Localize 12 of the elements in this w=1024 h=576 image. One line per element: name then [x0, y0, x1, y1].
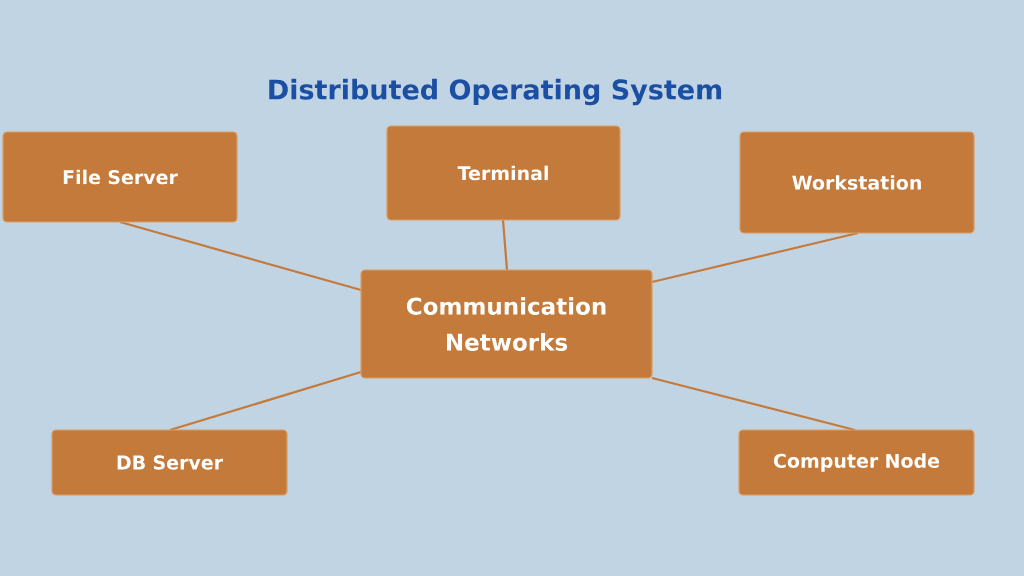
- connector-line: [119, 220, 362, 292]
- network-box: Computer Node: [738, 429, 975, 496]
- connector-line: [651, 231, 859, 284]
- connector-line: [501, 219, 509, 271]
- network-box: Workstation: [739, 131, 975, 234]
- connector-line: [169, 370, 362, 432]
- network-box: File Server: [2, 131, 238, 223]
- connector-line: [651, 376, 856, 432]
- network-box: Terminal: [386, 125, 621, 221]
- network-box: DB Server: [51, 429, 288, 496]
- title: Distributed Operating System: [269, 78, 722, 106]
- network-box: Communication Networks: [360, 269, 653, 379]
